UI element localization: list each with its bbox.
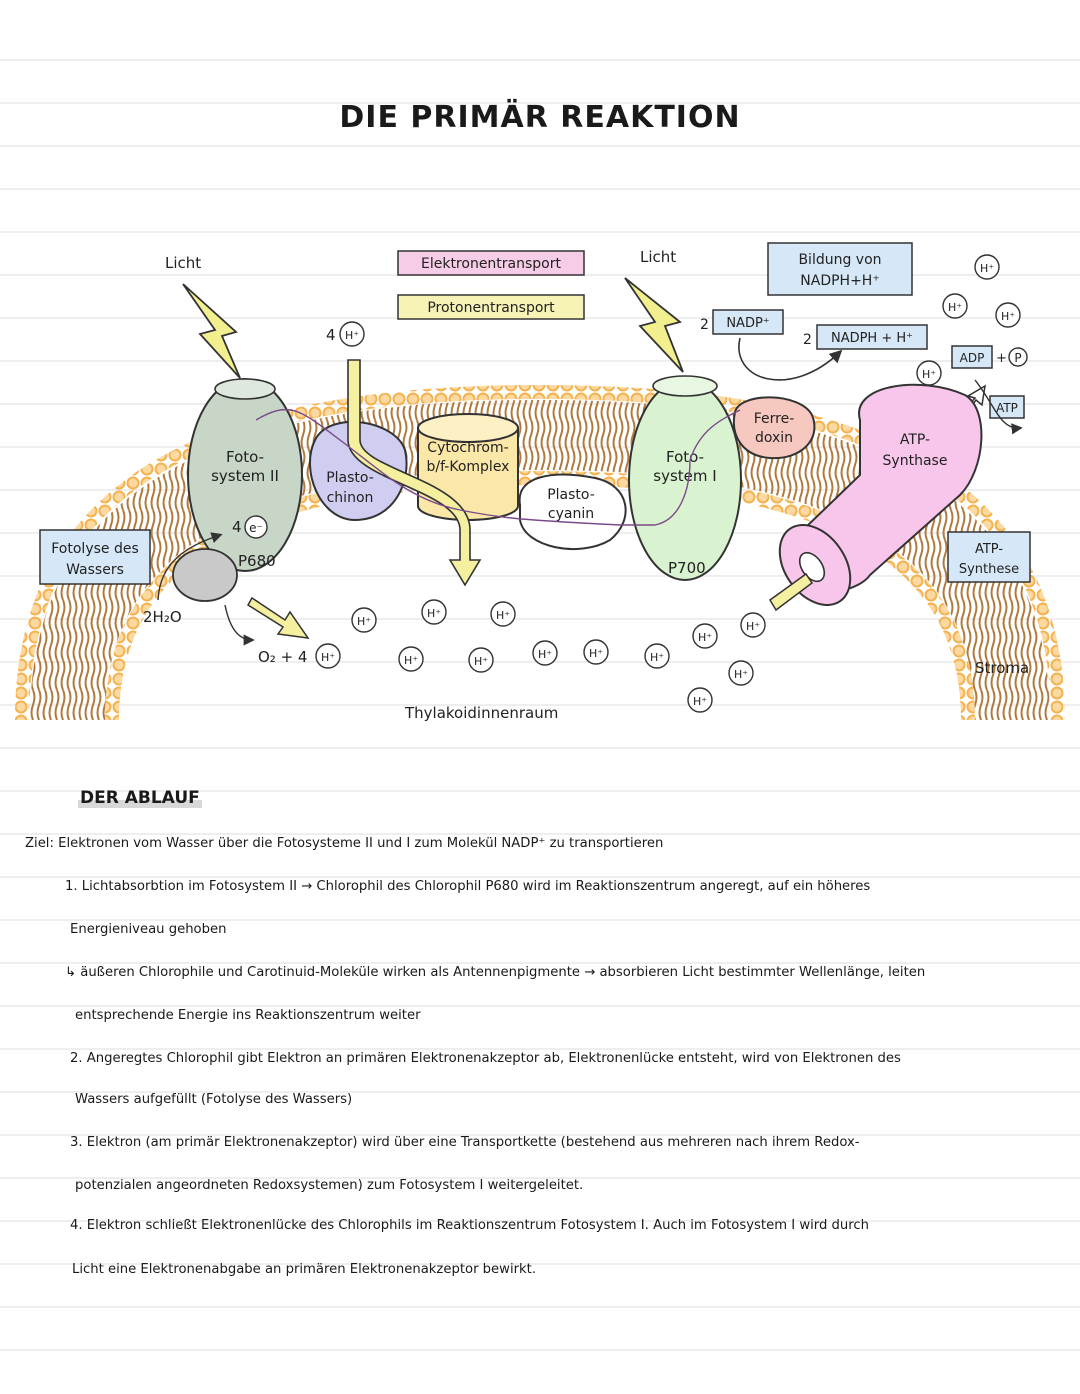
cytochrom-b6f-complex: Cytochrom- b/f-Komplex xyxy=(417,413,519,521)
cytochrom-line2: b/f-Komplex xyxy=(427,459,510,475)
notes-step-1: 1. Lichtabsorbtion im Fotosystem II → Ch… xyxy=(65,879,871,894)
plastocyanin-line2: cyanin xyxy=(548,506,594,522)
oxygen-release-arrow xyxy=(246,596,310,639)
thylakoid-lumen-label: Thylakoidinnenraum xyxy=(404,704,558,722)
primary-reaction-diagram: Elektronentransport Protonentransport Li… xyxy=(15,242,1065,722)
notes-step-1-sub: ↳ äußeren Chlorophile und Carotinuid-Mol… xyxy=(65,965,926,980)
phosphate-label: P xyxy=(1014,351,1021,365)
fotolyse-box: Fotolyse des Wassers xyxy=(39,529,151,585)
proton: H⁺ xyxy=(589,647,603,660)
proton: H⁺ xyxy=(980,262,994,275)
ferredoxin: Ferre- doxin xyxy=(732,396,816,460)
section-heading: DER ABLAUF xyxy=(78,788,202,808)
atp-synthase-line1: ATP- xyxy=(900,432,930,448)
legend-electron-transport: Elektronentransport xyxy=(397,250,585,276)
proton: H⁺ xyxy=(1001,310,1015,323)
proton: H⁺ xyxy=(948,301,962,314)
fotosystem-2-line2: system II xyxy=(211,467,279,485)
fotosystem-1-line1: Foto- xyxy=(666,448,704,466)
proton: H⁺ xyxy=(650,651,664,664)
proton: H⁺ xyxy=(404,654,418,667)
adp-label: ADP xyxy=(960,351,985,365)
notes-step-2: 2. Angeregtes Chlorophil gibt Elektron a… xyxy=(70,1051,901,1066)
proton-count-top: 4 xyxy=(326,326,336,344)
notes-step-4-cont: Licht eine Elektronenabgabe an primären … xyxy=(72,1262,537,1277)
plastocyanin: Plasto- cyanin xyxy=(518,473,627,551)
nadph-formation-box: Bildung von NADPH+H⁺ xyxy=(767,242,913,296)
plastochinon-line2: chinon xyxy=(327,490,374,506)
plastochinon-line1: Plasto- xyxy=(326,470,374,486)
legend-electron-label: Elektronentransport xyxy=(421,256,562,272)
proton: H⁺ xyxy=(693,695,707,708)
fotolyse-line2: Wassers xyxy=(66,562,124,578)
legend-proton-label: Protonentransport xyxy=(427,300,555,316)
oxygen-label: O₂ + 4 xyxy=(258,648,307,666)
atp-synthese-line1: ATP- xyxy=(975,542,1003,557)
proton: H⁺ xyxy=(474,655,488,668)
atp-synthase: ATP- Synthase xyxy=(769,383,983,612)
fotolyse-line1: Fotolyse des xyxy=(51,541,139,557)
p700-label: P700 xyxy=(668,559,706,577)
electron-transport-path xyxy=(255,408,741,526)
plastocyanin-line1: Plasto- xyxy=(547,487,595,503)
nadp-count: 2 xyxy=(700,317,709,333)
electron-label: e⁻ xyxy=(249,521,263,535)
stroma-protons: H⁺ H⁺ H⁺ H⁺ xyxy=(916,254,1021,386)
nadph-count: 2 xyxy=(803,332,812,348)
atp-synthese-line2: Synthese xyxy=(959,562,1019,577)
fotosystem-1-line2: system I xyxy=(653,467,716,485)
proton: H⁺ xyxy=(357,615,371,628)
plastochinon: Plasto- chinon xyxy=(309,420,408,522)
notes-step-4: 4. Elektron schließt Elektronenlücke des… xyxy=(70,1218,869,1233)
proton: H⁺ xyxy=(746,620,760,633)
fotosystem-2-line1: Foto- xyxy=(226,448,264,466)
nadph-formation-line1: Bildung von xyxy=(798,252,881,268)
light-label-1: Licht xyxy=(165,254,201,272)
atp-label: ATP xyxy=(996,401,1018,415)
notes-step-1-sub-cont: entsprechende Energie ins Reaktionszentr… xyxy=(75,1008,421,1023)
notes-step-1-cont: Energieniveau gehoben xyxy=(70,922,227,937)
light-label-2: Licht xyxy=(640,248,676,266)
oxygen-proton: H⁺ xyxy=(321,651,335,664)
notes-step-2-cont: Wassers aufgefüllt (Fotolyse des Wassers… xyxy=(75,1092,353,1107)
nadph-formation-line2: NADPH+H⁺ xyxy=(800,273,879,289)
page-title: DIE PRIMÄR REAKTION xyxy=(339,100,741,135)
ferredoxin-line2: doxin xyxy=(755,430,793,446)
nadp-label: NADP⁺ xyxy=(726,316,769,331)
lightning-bolt-2 xyxy=(624,277,684,373)
water-label: 2H₂O xyxy=(143,608,182,626)
proton-transport-arrow xyxy=(347,359,482,587)
notes-step-3-cont: potenzialen angeordneten Redoxsystemen) … xyxy=(75,1178,584,1193)
cytochrom-line1: Cytochrom- xyxy=(427,440,508,456)
proton: H⁺ xyxy=(538,648,552,661)
proton-top-label: H⁺ xyxy=(345,329,359,342)
p680-label: P680 xyxy=(238,552,276,570)
nadph-label: NADPH + H⁺ xyxy=(831,331,913,346)
notes-goal: Ziel: Elektronen vom Wasser über die Fot… xyxy=(25,836,664,851)
ferredoxin-line1: Ferre- xyxy=(754,411,795,427)
fotosystem-1: Foto- system I P700 xyxy=(628,375,742,581)
proton: H⁺ xyxy=(698,631,712,644)
proton: H⁺ xyxy=(427,607,441,620)
nadp-reduction-arrow xyxy=(738,337,843,381)
proton: H⁺ xyxy=(734,668,748,681)
stroma-label: Stroma xyxy=(975,659,1029,677)
legend-proton-transport: Protonentransport xyxy=(397,294,585,320)
proton: H⁺ xyxy=(922,368,936,381)
electron-count: 4 xyxy=(232,518,242,536)
fotosystem-2: Foto- system II 4 e⁻ P680 xyxy=(187,378,303,572)
proton: H⁺ xyxy=(496,609,510,622)
lightning-bolt-1 xyxy=(182,283,241,379)
lumen-protons: H⁺ H⁺ H⁺ H⁺ H⁺ H⁺ H⁺ H⁺ H⁺ H⁺ H⁺ H⁺ xyxy=(351,599,766,713)
water-splitting-complex xyxy=(172,548,238,602)
notes-step-3: 3. Elektron (am primär Elektronenakzepto… xyxy=(70,1135,860,1150)
atp-synthese-box: ATP- Synthese xyxy=(947,531,1031,583)
adp-plus: + xyxy=(996,351,1007,366)
atp-synthase-line2: Synthase xyxy=(883,453,948,469)
